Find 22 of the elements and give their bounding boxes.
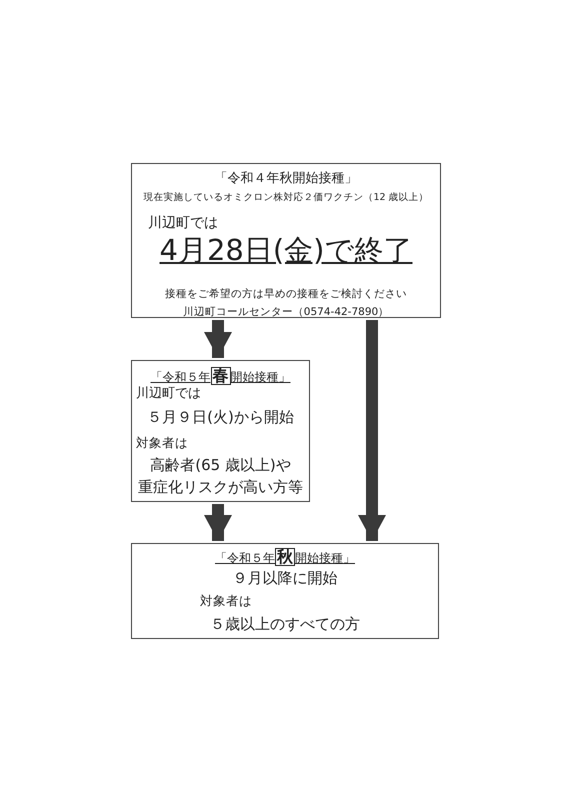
arrow xyxy=(204,320,232,358)
text-line: 現在実施しているオミクロン株対応２価ワクチン（12 歳以上） xyxy=(143,193,429,204)
heading: 「令和５年春開始接種」 xyxy=(150,367,290,386)
text-line: 川辺町では xyxy=(136,387,201,402)
arrow xyxy=(204,504,232,541)
text-line: 対象者は xyxy=(136,436,188,450)
text-line: 接種をご希望の方は早めの接種をご検討ください xyxy=(165,288,407,300)
text-line: 高齢者(65 歳以上)や xyxy=(150,457,291,474)
start-text: ９月以降に開始 xyxy=(232,570,338,588)
start-date-text: ５月９日(火)から開始 xyxy=(147,409,294,426)
heading: 「令和４年秋開始接種」 xyxy=(214,172,358,187)
info-box xyxy=(131,360,310,502)
heading: 「令和５年秋開始接種」 xyxy=(215,548,355,566)
contact-text: 川辺町コールセンター（0574-42-7890） xyxy=(182,306,390,318)
end-date-text: 4月28日(金)で終了 xyxy=(160,234,412,268)
text-line: 対象者は xyxy=(200,594,252,608)
text-line: ５歳以上のすべての方 xyxy=(210,616,360,634)
arrow xyxy=(358,320,386,541)
text-line: 重症化リスクが高い方等 xyxy=(138,479,303,496)
info-box xyxy=(131,163,441,318)
info-box xyxy=(131,543,439,639)
text-line: 川辺町では xyxy=(148,215,218,232)
